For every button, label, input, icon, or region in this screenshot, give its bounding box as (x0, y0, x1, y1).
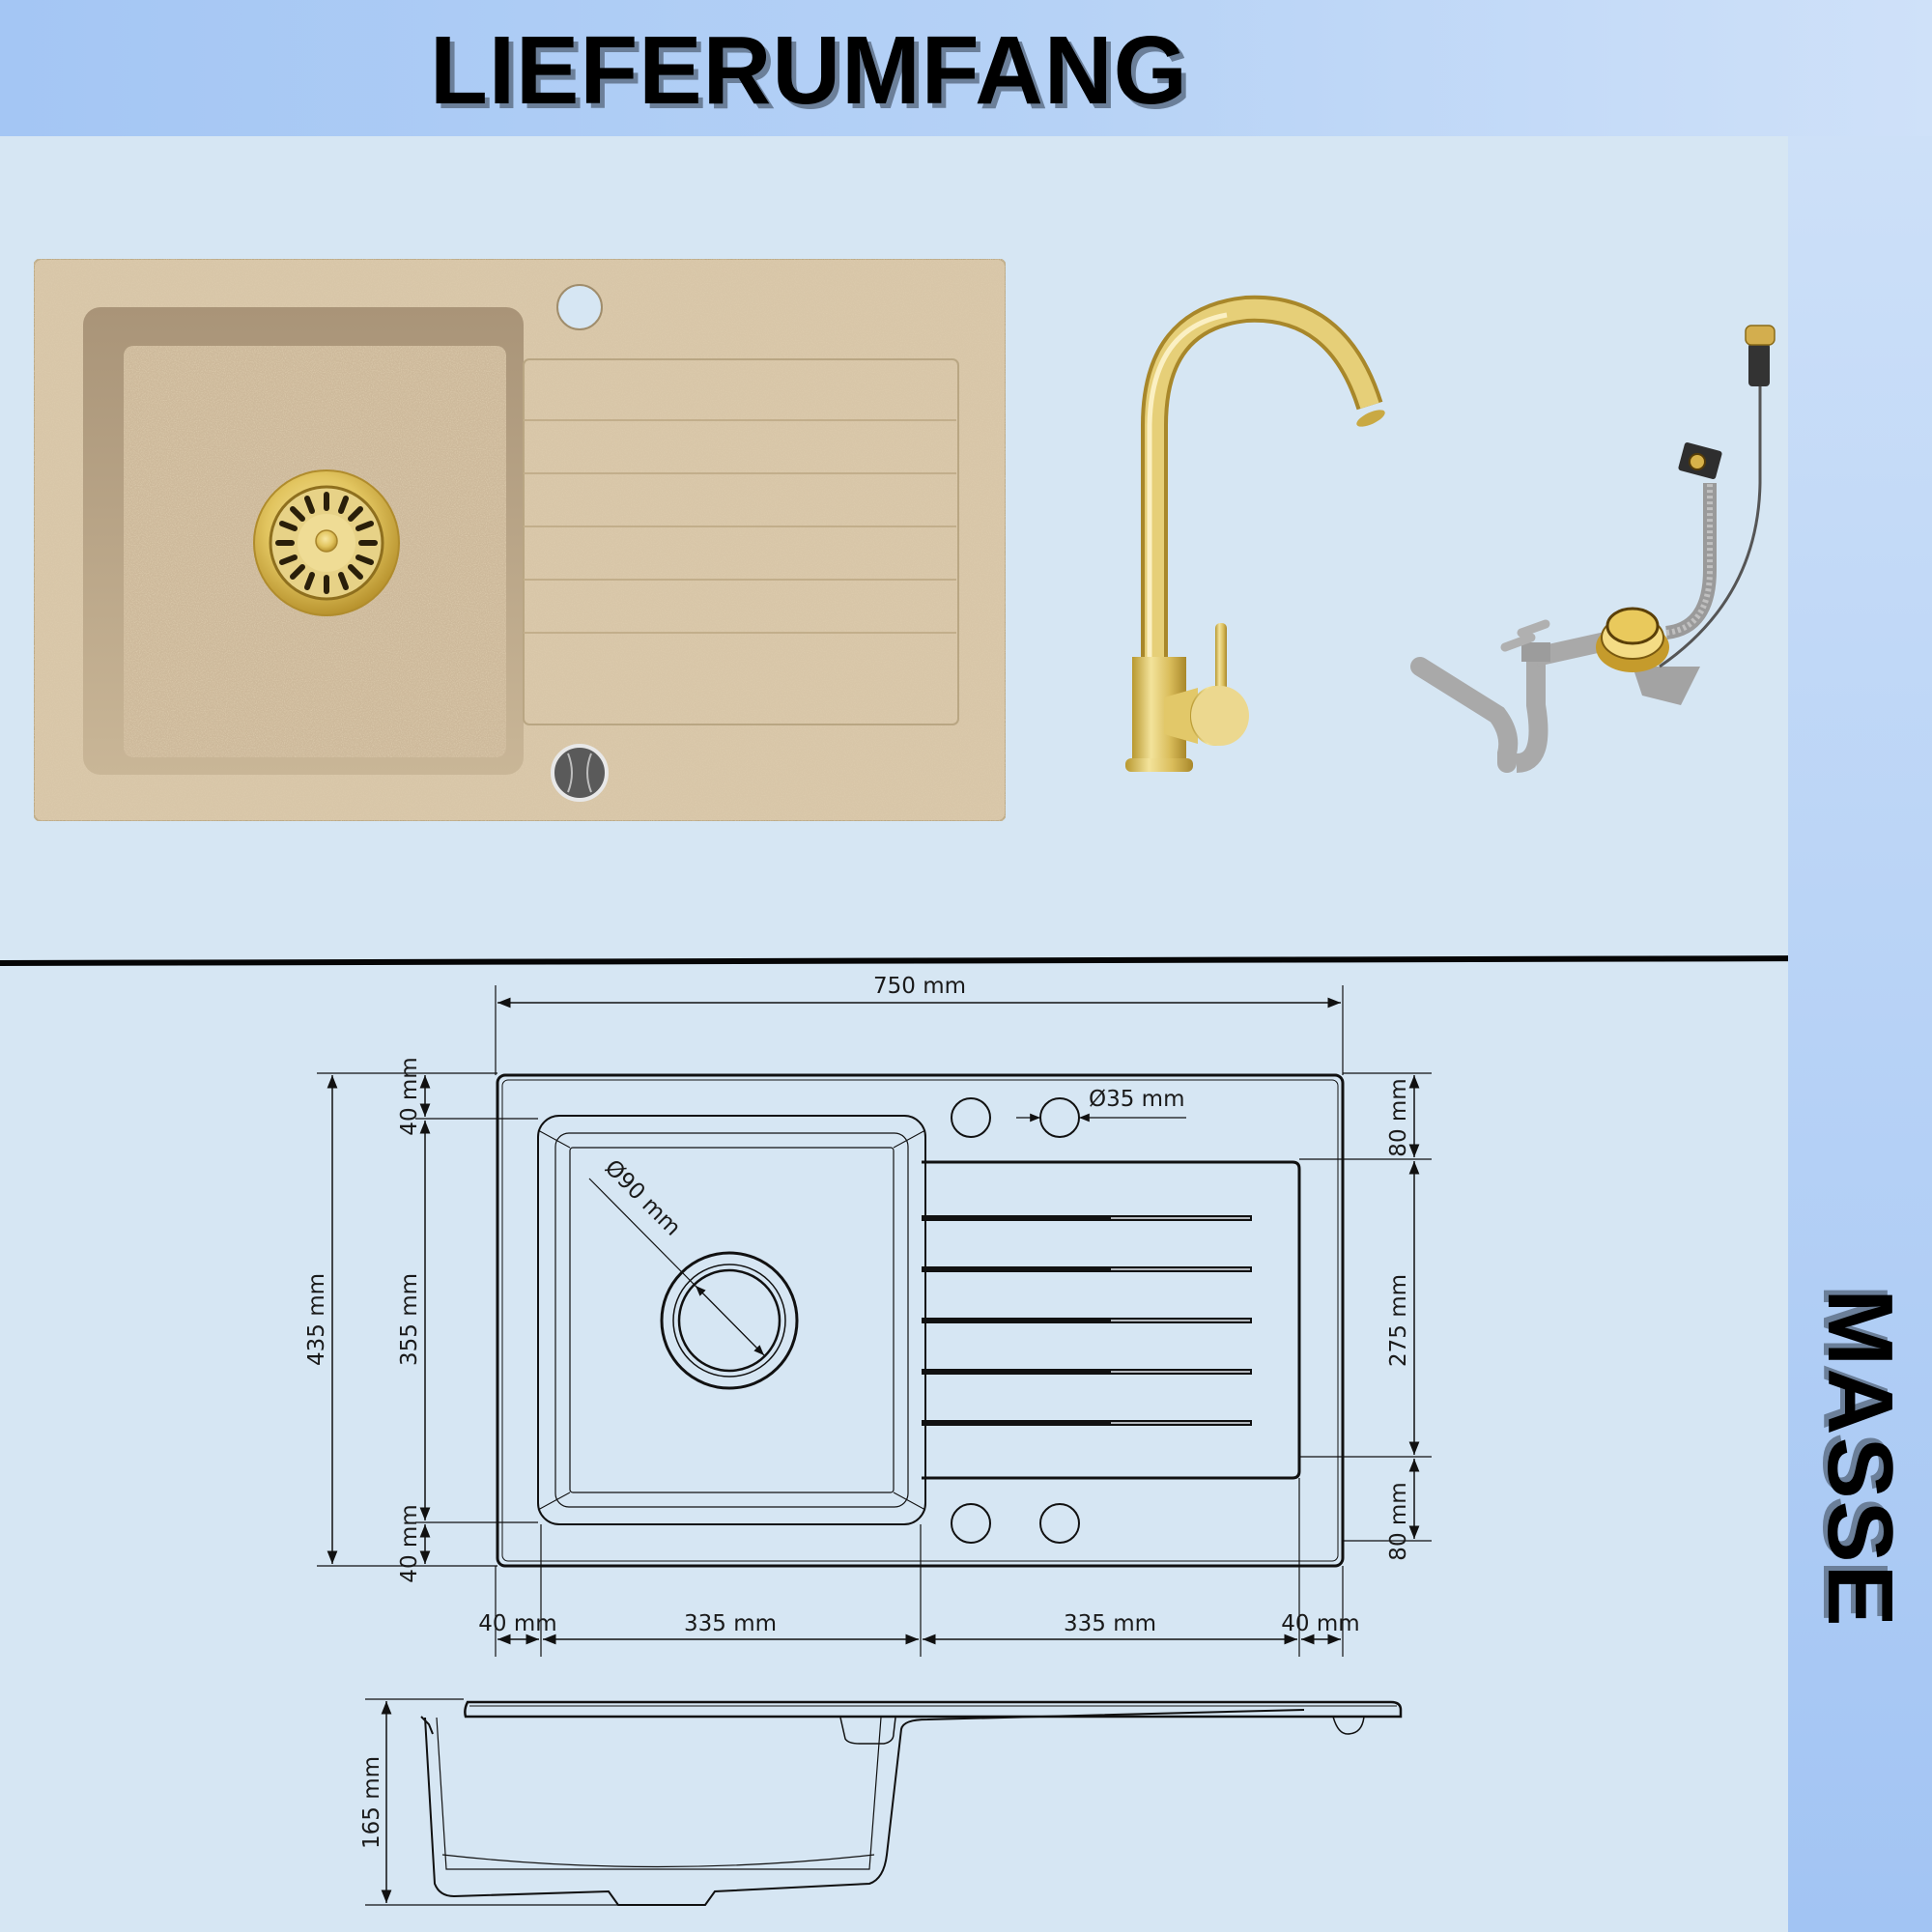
side-panel (1788, 136, 1932, 1932)
header-banner (0, 0, 1932, 136)
basin-outline (537, 1115, 926, 1525)
dim-drainboard-width: 335 mm (1064, 1611, 1156, 1636)
dim-bottom-left: 40 mm (478, 1611, 556, 1636)
dim-right-top: 80 mm (1386, 1078, 1411, 1156)
dim-basin-height: 355 mm (397, 1273, 422, 1366)
dim-drain: Ø90 mm (600, 1155, 686, 1241)
dim-tap-hole: Ø35 mm (1089, 1087, 1185, 1112)
dim-height-total: 435 mm (304, 1273, 329, 1366)
tap-hole (556, 284, 603, 330)
strainer-icon (253, 469, 400, 616)
dim-bottom-right: 40 mm (1281, 1611, 1359, 1636)
overflow-cover-icon (551, 744, 609, 802)
dim-drainboard-height: 275 mm (1386, 1274, 1411, 1367)
drain-siphon-image (1410, 325, 1776, 773)
dim-left-top: 40 mm (397, 1057, 422, 1135)
tap-hole-3 (951, 1503, 991, 1544)
tap-hole-2 (1039, 1097, 1080, 1138)
dim-basin-width: 335 mm (684, 1611, 777, 1636)
dim-right-bottom: 80 mm (1386, 1482, 1411, 1560)
tap-hole-1 (951, 1097, 991, 1138)
dim-depth: 165 mm (359, 1756, 384, 1849)
tap-hole-4 (1039, 1503, 1080, 1544)
dim-width-total: 750 mm (873, 974, 966, 999)
sink-body (33, 258, 1007, 822)
side-profile (420, 1700, 1403, 1906)
page-title: LIEFERUMFANG (430, 16, 1188, 125)
dim-left-bottom: 40 mm (397, 1504, 422, 1582)
faucet-image (1125, 295, 1385, 772)
drain-outline (660, 1251, 799, 1390)
